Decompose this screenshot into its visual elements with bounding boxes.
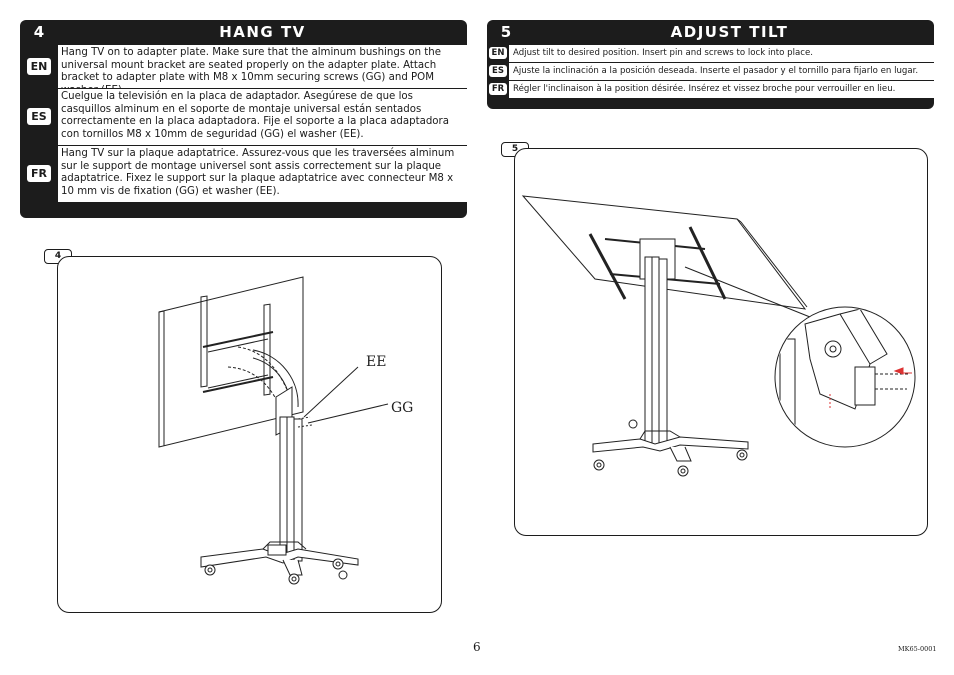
document-code: MK65-0001: [898, 645, 937, 653]
adjust-tilt-illustration: [521, 195, 916, 477]
section-header: 5 ADJUST TILT: [487, 20, 934, 44]
label-ee: EE: [366, 354, 386, 370]
section-adjust-tilt: 5 ADJUST TILT EN Adjust tilt to desired …: [487, 20, 934, 109]
step-number: 5: [500, 23, 512, 41]
instruction-text-en: Hang TV on to adapter plate. Make sure t…: [58, 44, 467, 96]
figure-5-panel: [514, 148, 928, 536]
lang-badge-es: ES: [489, 64, 507, 78]
instruction-row-fr: FR Hang TV sur la plaque adaptatrice. As…: [20, 145, 467, 202]
figure-4-panel: EE GG: [57, 256, 442, 613]
instruction-text-fr: Régler l'inclinaison à la position désir…: [509, 80, 934, 98]
lang-badge-en: EN: [27, 57, 51, 75]
page-number: 6: [473, 640, 481, 654]
instruction-text-es: Ajuste la inclinación a la posición dese…: [509, 62, 934, 80]
lang-badge-en: EN: [489, 46, 507, 60]
instruction-row-es: ES Cuelgue la televisión en la placa de …: [20, 88, 467, 145]
lang-badge-fr: FR: [27, 165, 51, 182]
instruction-row-fr: FR Régler l'inclinaison à la position dé…: [487, 80, 934, 98]
hang-tv-illustration: EE GG: [158, 276, 413, 585]
instruction-text-es: Cuelgue la televisión en la placa de ada…: [58, 88, 467, 145]
step-number: 4: [33, 23, 45, 41]
instruction-row-en: EN Hang TV on to adapter plate. Make sur…: [20, 44, 467, 96]
lang-badge-es: ES: [27, 108, 51, 125]
section-header: 4 HANG TV: [20, 20, 467, 44]
lang-badge-fr: FR: [489, 82, 507, 96]
instruction-row-es: ES Ajuste la inclinación a la posición d…: [487, 62, 934, 80]
instruction-text-en: Adjust tilt to desired position. Insert …: [509, 44, 934, 62]
instruction-text-fr: Hang TV sur la plaque adaptatrice. Assur…: [58, 145, 467, 202]
label-gg: GG: [391, 400, 413, 416]
instruction-row-en: EN Adjust tilt to desired position. Inse…: [487, 44, 934, 62]
section-title: HANG TV: [219, 23, 306, 41]
section-hang-tv: 4 HANG TV EN Hang TV on to adapter plate…: [20, 20, 467, 218]
section-title: ADJUST TILT: [670, 23, 789, 41]
